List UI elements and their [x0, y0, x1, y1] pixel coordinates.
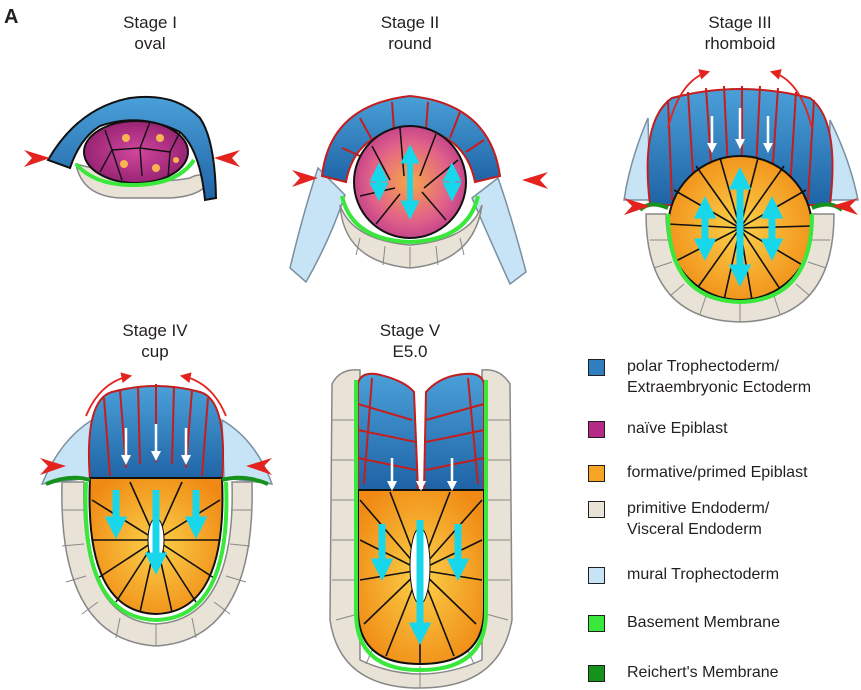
red-arrowhead-right [522, 172, 548, 189]
legend-item-primed-epiblast: formative/primed Epiblast [588, 462, 808, 483]
legend-item-primitive-endoderm: primitive Endoderm/ Visceral Endoderm [588, 498, 769, 540]
legend-item-basement-membrane: Basement Membrane [588, 612, 780, 633]
legend-swatch [588, 465, 605, 482]
legend-item-reicherts-membrane: Reichert's Membrane [588, 662, 779, 683]
stage-3-embryo [624, 72, 858, 322]
legend-label: primitive Endoderm/ Visceral Endoderm [627, 498, 769, 540]
legend-item-naive-epiblast: naïve Epiblast [588, 418, 728, 439]
legend-label: mural Trophectoderm [627, 564, 779, 585]
legend-label: naïve Epiblast [627, 418, 728, 439]
legend-label: formative/primed Epiblast [627, 462, 808, 483]
mural-trophectoderm-right [472, 178, 526, 284]
legend-swatch [588, 567, 605, 584]
legend-item-mural-trophectoderm: mural Trophectoderm [588, 564, 779, 585]
legend-swatch [588, 615, 605, 632]
legend-item-polar-trophectoderm: polar Trophectoderm/ Extraembryonic Ecto… [588, 356, 811, 398]
legend-label: polar Trophectoderm/ Extraembryonic Ecto… [627, 356, 811, 398]
mural-trophectoderm-left [624, 118, 650, 200]
stage-4-embryo [40, 376, 272, 646]
mural-trophectoderm-left [42, 420, 92, 484]
red-arrowhead-left [24, 150, 50, 167]
mural-trophectoderm-right [222, 420, 272, 484]
mural-trophectoderm-left [290, 168, 345, 282]
stage-2-embryo [290, 96, 548, 284]
legend-swatch [588, 359, 605, 376]
legend-swatch [588, 665, 605, 682]
legend-label: Reichert's Membrane [627, 662, 779, 683]
legend-swatch [588, 421, 605, 438]
legend-swatch [588, 501, 605, 518]
naive-epiblast [84, 121, 188, 183]
stage-1-embryo [24, 97, 240, 200]
red-arrowhead-right [214, 150, 240, 167]
legend-label: Basement Membrane [627, 612, 780, 633]
stage-5-embryo [330, 370, 512, 688]
